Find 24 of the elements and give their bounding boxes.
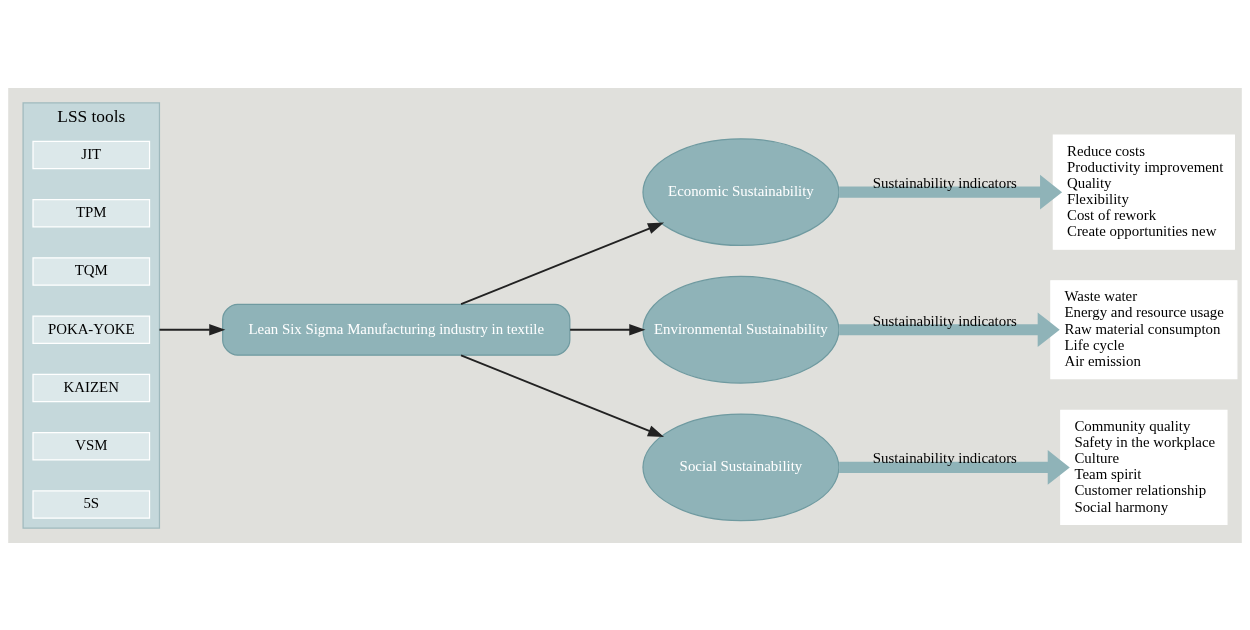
node-box: VSM	[32, 431, 151, 461]
node-box: Reduce costs Productivity improvement Quality Flexibility Cost of rework Create opportunities new	[1052, 134, 1235, 250]
node-ellipse: Social Sustainability	[642, 412, 840, 521]
edge-label: Sustainability indicators	[872, 449, 1017, 466]
node-box: Waste water Energy and resource usage Raw material consumpton Life cycle Air emission	[1050, 279, 1238, 379]
arrow	[460, 353, 665, 437]
arrow	[839, 449, 1070, 485]
node-box: TPM	[32, 198, 151, 227]
node-box: Lean Six Sigma Manufacturing industry in textile	[222, 303, 571, 356]
node-box: KAIZEN	[32, 373, 151, 402]
node-ellipse: Economic Sustainability	[642, 137, 840, 246]
node-ellipse: Environmental Sustainability	[642, 275, 840, 384]
node-box: TQM	[32, 256, 151, 286]
arrow	[569, 323, 646, 335]
edge-label: Sustainability indicators	[872, 312, 1017, 329]
node-box: POKA-YOKE	[32, 315, 151, 344]
arrow	[158, 323, 226, 335]
node-box: 5S	[32, 489, 151, 519]
arrow	[839, 311, 1060, 347]
node-box: Community quality Safety in the workplace Culture Team spirit Customer relationship Social harmony	[1060, 409, 1228, 525]
arrow	[839, 174, 1063, 209]
node-box: JIT	[32, 140, 151, 169]
arrow	[460, 222, 665, 305]
edge-label: Sustainability indicators	[872, 174, 1017, 191]
